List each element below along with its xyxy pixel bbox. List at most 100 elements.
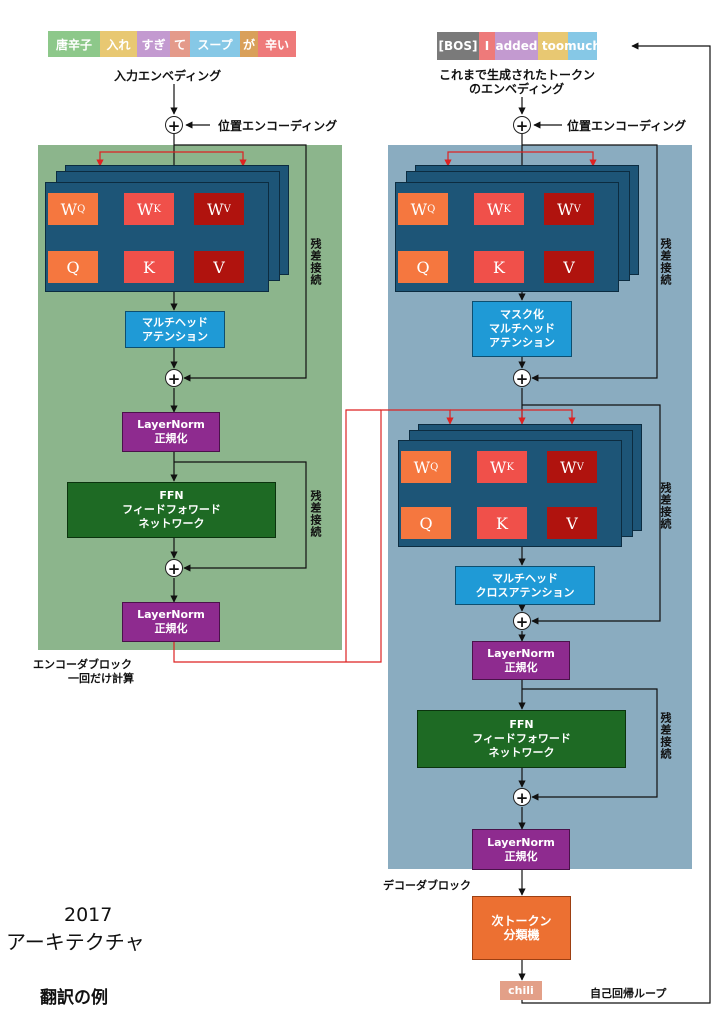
- dec-ffn-line1: FFN: [509, 718, 534, 731]
- enc-norm1-line1: LayerNorm: [137, 418, 205, 431]
- dec-masked-attention: マスク化 マルチヘッド アテンション: [472, 301, 572, 357]
- dec-norm1-line1: LayerNorm: [487, 646, 555, 660]
- dec-masked-line1: マスク化: [500, 308, 544, 321]
- input-token: スープ: [190, 31, 240, 57]
- dec-norm2-line2: 正規化: [504, 849, 538, 863]
- wq-text: W: [410, 199, 428, 219]
- v-box: V: [544, 251, 594, 283]
- output-token: [BOS]: [437, 32, 479, 60]
- wk-text: W: [137, 199, 154, 219]
- dec-norm1-line2: 正規化: [504, 660, 538, 674]
- wq-text: W: [413, 457, 431, 477]
- enc-norm1-line2: 正規化: [154, 432, 188, 445]
- output-token: much: [564, 32, 601, 60]
- add-node-enc-attn: +: [165, 369, 183, 388]
- dec-cross-attention: マルチヘッド クロスアテンション: [455, 566, 595, 605]
- translation-example-label: 翻訳の例: [40, 988, 108, 1008]
- dec-layernorm-1: LayerNorm 正規化: [472, 641, 570, 680]
- enc-mha-line1: マルチヘッド: [142, 315, 208, 329]
- enc-layernorm-2: LayerNorm 正規化: [122, 602, 220, 642]
- year-label: 2017: [64, 904, 113, 926]
- enc-layernorm-1: LayerNorm 正規化: [122, 412, 220, 452]
- positional-encoding-label-enc: 位置エンコーディング: [218, 119, 338, 133]
- encoder-block-label-2: 一回だけ計算: [68, 672, 134, 685]
- input-token: 辛い: [258, 31, 296, 57]
- k-box: K: [124, 251, 174, 283]
- encoder-block-label-1: エンコーダブロック: [33, 658, 132, 671]
- autoregressive-loop-label: 自己回帰ループ: [590, 987, 667, 1000]
- add-node-enc-ffn: +: [165, 559, 183, 578]
- dec-layernorm-2: LayerNorm 正規化: [472, 829, 570, 870]
- wk-text: W: [487, 199, 504, 219]
- output-token-chili: chili: [500, 981, 542, 1000]
- wv-text: W: [560, 457, 577, 477]
- add-node-dec-attn: +: [513, 369, 531, 388]
- enc-norm2-line2: 正規化: [154, 622, 188, 635]
- positional-encoding-label-dec: 位置エンコーディング: [567, 119, 687, 133]
- wv-sub: V: [576, 461, 584, 473]
- residual-label-enc-1: 残差接続: [309, 238, 322, 286]
- wk-sub: K: [506, 461, 514, 473]
- dec-masked-line2: マルチヘッド: [489, 322, 555, 335]
- wq-text: W: [60, 199, 78, 219]
- input-token: て: [170, 31, 190, 57]
- k-box: K: [474, 251, 524, 283]
- output-token: I: [479, 32, 495, 60]
- output-token-strip: [BOS] I added too much: [437, 32, 601, 60]
- dec-cross-line1: マルチヘッド: [492, 571, 558, 585]
- wk-sub: K: [153, 203, 161, 215]
- q-box: Q: [398, 251, 448, 283]
- residual-label-dec-2: 残差接続: [659, 482, 672, 530]
- generated-embedding-label-2: のエンベディング: [469, 82, 565, 96]
- dec-ffn-line2: フィードフォワード: [472, 732, 571, 745]
- enc-ffn-line3: ネットワーク: [138, 517, 205, 530]
- enc-ffn-line2: フィードフォワード: [122, 503, 221, 516]
- k-box: K: [477, 507, 527, 539]
- add-node-dec-ffn: +: [513, 788, 531, 807]
- classifier-line2: 分類機: [503, 928, 540, 942]
- dec-norm2-line1: LayerNorm: [487, 835, 555, 849]
- decoder-block-label: デコーダブロック: [383, 879, 471, 892]
- wv-text: W: [557, 199, 574, 219]
- generated-embedding-label-1: これまで生成されたトークン: [439, 68, 596, 82]
- wq-sub: Q: [430, 461, 439, 473]
- add-node-dec-cross: +: [513, 612, 531, 631]
- enc-norm2-line1: LayerNorm: [137, 608, 205, 621]
- enc-ffn: FFN フィードフォワード ネットワーク: [67, 482, 276, 538]
- classifier-line1: 次トークン: [491, 914, 552, 928]
- architecture-label: アーキテクチャ: [6, 930, 145, 954]
- add-node-enc-pos: +: [165, 116, 183, 135]
- input-token: が: [240, 31, 258, 57]
- wv-text: W: [207, 199, 224, 219]
- residual-label-enc-2: 残差接続: [309, 490, 322, 538]
- dec-cross-line2: クロスアテンション: [475, 585, 575, 599]
- enc-multihead-attention: マルチヘッド アテンション: [125, 311, 225, 348]
- v-box: V: [547, 507, 597, 539]
- enc-ffn-line1: FFN: [159, 489, 184, 502]
- dec-ffn-line3: ネットワーク: [488, 746, 555, 759]
- enc-mha-line2: アテンション: [142, 329, 208, 343]
- q-box: Q: [401, 507, 451, 539]
- input-token: 唐辛子: [48, 31, 100, 57]
- input-token-strip: 唐辛子 入れ すぎ て スープ が 辛い: [48, 31, 296, 57]
- wv-sub: V: [573, 203, 581, 215]
- q-box: Q: [48, 251, 98, 283]
- wk-text: W: [490, 457, 507, 477]
- wv-sub: V: [223, 203, 231, 215]
- wq-sub: Q: [77, 203, 86, 215]
- next-token-classifier: 次トークン 分類機: [472, 896, 571, 960]
